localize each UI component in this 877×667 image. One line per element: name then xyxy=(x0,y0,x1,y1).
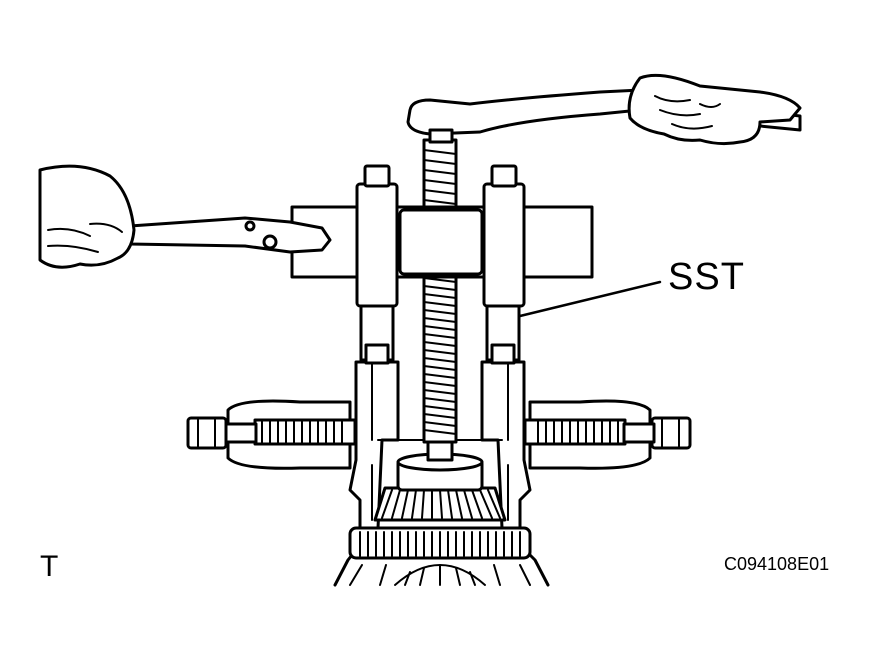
left-hand xyxy=(38,164,136,269)
puller-jaws xyxy=(348,360,532,530)
ring-gear xyxy=(348,526,532,560)
puller-yoke xyxy=(290,164,594,308)
left-wrench xyxy=(128,216,332,254)
sst-leader-line xyxy=(518,280,662,318)
left-screw-nut xyxy=(186,416,228,450)
puller-crossbar xyxy=(186,399,692,470)
guide-rods xyxy=(359,303,521,365)
corner-mark: T xyxy=(40,550,59,583)
bearing-and-gear xyxy=(373,438,507,522)
right-screw-nut xyxy=(650,416,692,450)
sst-label: SST xyxy=(668,256,745,298)
figure-code: C094108E01 xyxy=(724,554,830,574)
left-yoke-bolt xyxy=(363,164,391,188)
right-yoke-bolt xyxy=(490,164,518,188)
right-hand xyxy=(627,73,802,146)
center-screw xyxy=(422,138,458,444)
